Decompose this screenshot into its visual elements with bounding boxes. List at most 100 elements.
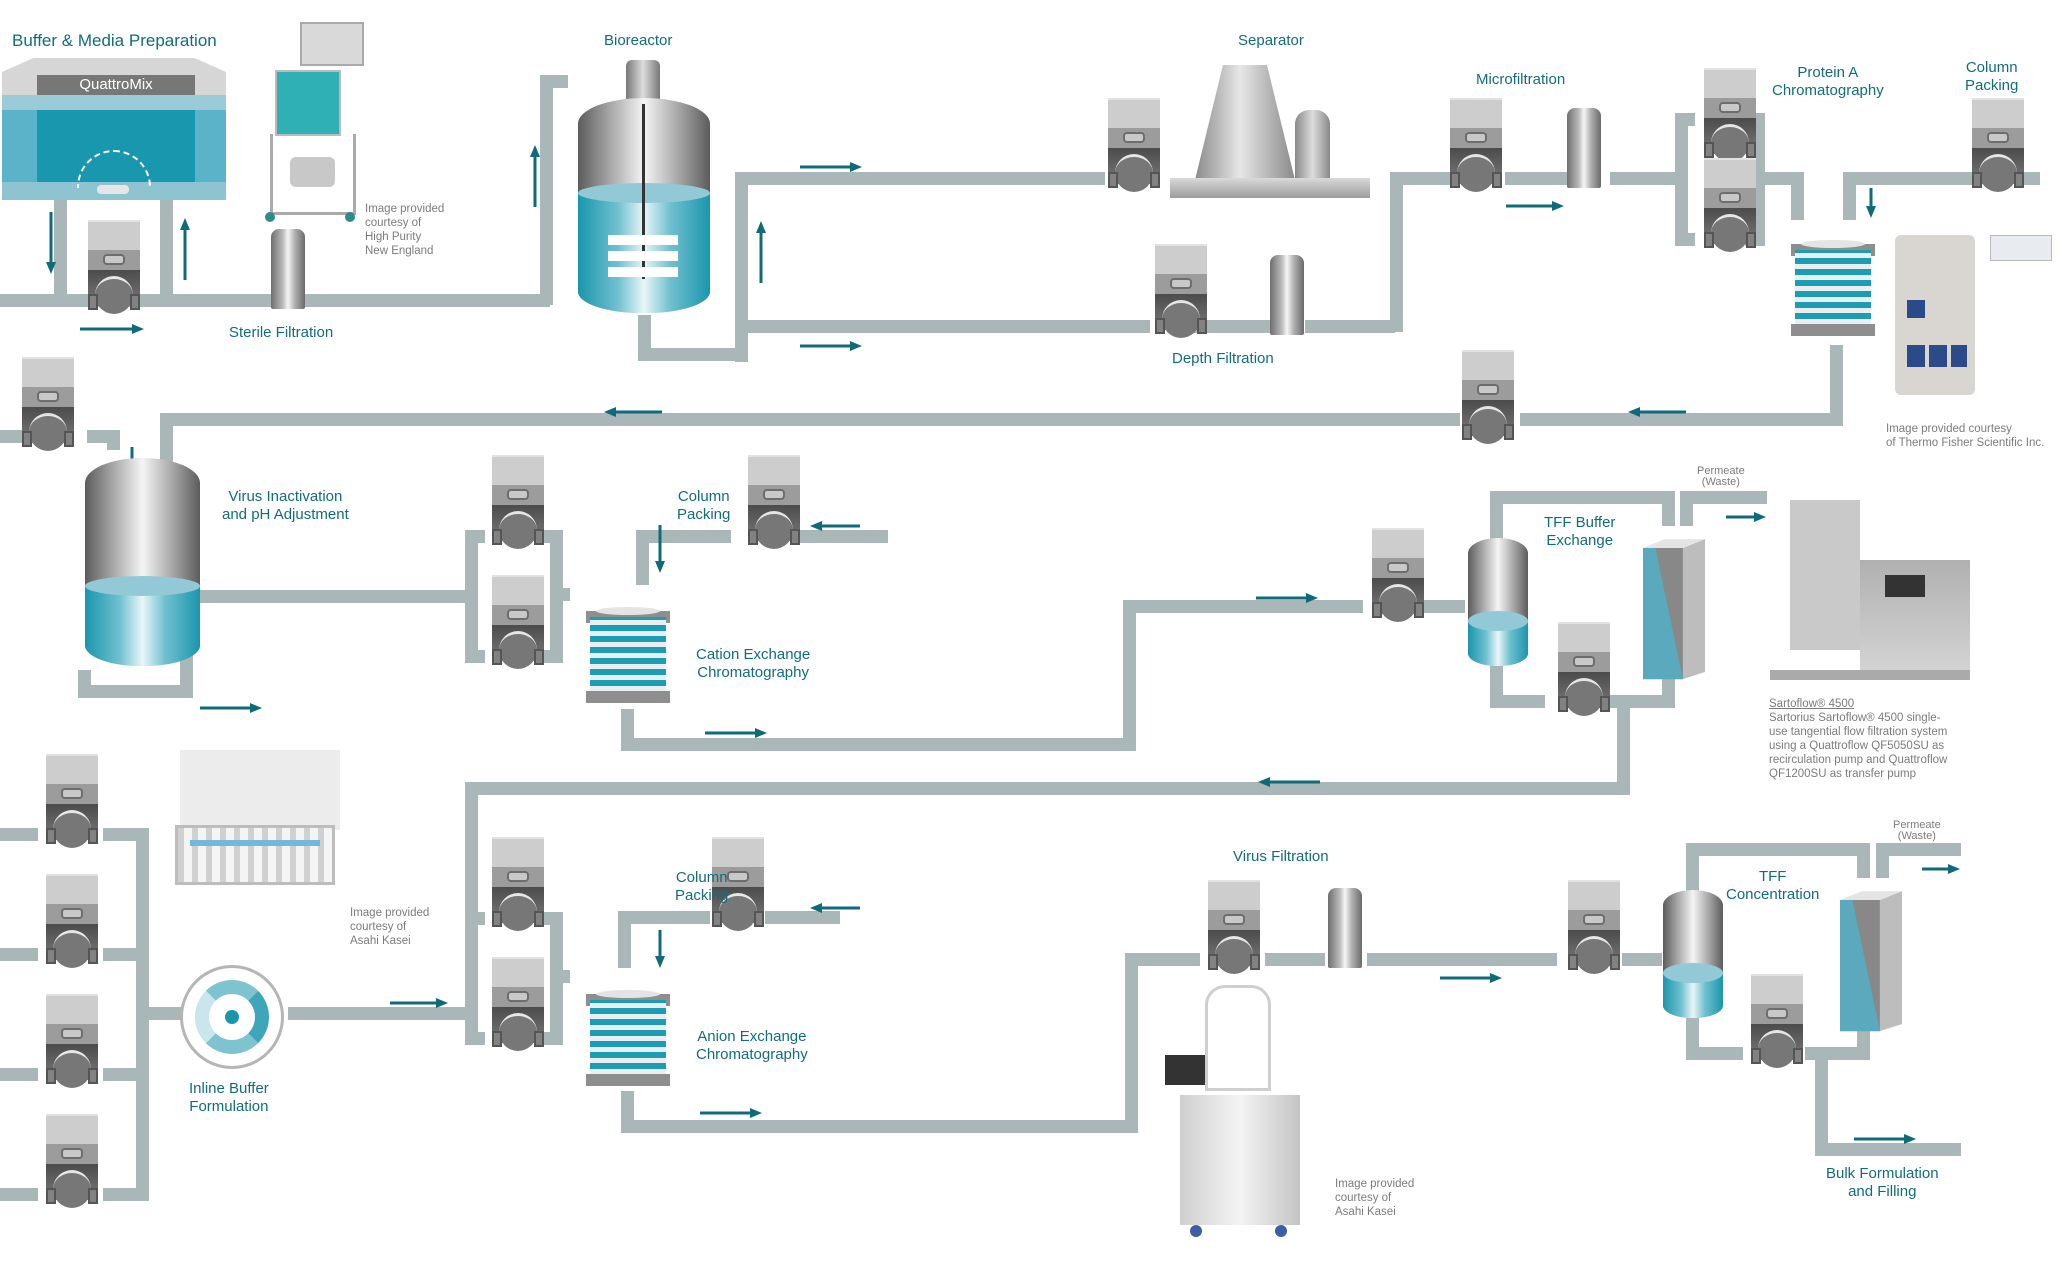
virus-inactivation-tank (85, 458, 200, 666)
pipe (1662, 491, 1675, 526)
quattroflow-pump-icon (712, 837, 764, 931)
pipe (735, 172, 748, 362)
flow-arrow-left-icon (810, 521, 860, 531)
pipe (1390, 172, 1450, 185)
flow-arrow-right-icon (1726, 512, 1766, 522)
tff-cassette-icon (1643, 539, 1705, 680)
pipe (1490, 695, 1545, 708)
pipe (78, 685, 188, 698)
note-asahi-courtesy-1: Image provided courtesy of Asahi Kasei (350, 907, 430, 947)
quattroflow-pump-icon (1372, 528, 1424, 622)
label-bioreactor: Bioreactor (604, 32, 673, 49)
flow-arrow-right-icon (700, 1108, 762, 1118)
pipe (1843, 172, 1973, 185)
note-asahi-courtesy-2: Image provided courtesy of Asahi Kasei (1335, 1178, 1415, 1218)
pipe (0, 828, 38, 841)
pipe (465, 530, 485, 543)
microfiltration-filter-icon (1567, 108, 1601, 188)
inline-buffer-mixer-icon (180, 965, 284, 1069)
flow-arrow-left-icon (1628, 407, 1686, 417)
pipe (636, 530, 731, 543)
quattroflow-pump-icon (1558, 622, 1610, 716)
flow-arrow-right-icon (1922, 864, 1960, 874)
pipe (1123, 600, 1363, 613)
pipe (0, 948, 38, 961)
pipe (638, 348, 748, 361)
pipe (735, 172, 1105, 185)
pipe (765, 911, 840, 924)
flow-arrow-right-icon (80, 324, 144, 334)
quattromix-label: QuattroMix (37, 75, 195, 95)
pipe (1830, 345, 1843, 425)
label-tff-concentration: TFF Concentration (1726, 868, 1820, 903)
label-sterile-filtration: Sterile Filtration (229, 324, 334, 341)
label-separator: Separator (1238, 32, 1304, 49)
anion-exchange-column-icon (586, 990, 670, 1086)
pipe (465, 1032, 485, 1045)
label-protein-a-chromatography: Protein A Chromatography (1772, 64, 1884, 99)
flow-arrow-right-icon (1854, 1134, 1916, 1144)
label-tff-buffer-exchange: TFF Buffer Exchange (1544, 514, 1616, 549)
quattroflow-pump-icon (1751, 974, 1803, 1068)
flow-arrow-down-icon (655, 930, 665, 968)
quattroflow-pump-icon (1462, 350, 1514, 444)
flow-arrow-right-icon (200, 703, 262, 713)
label-microfiltration: Microfiltration (1476, 71, 1566, 88)
pipe (1520, 413, 1843, 426)
flow-arrow-right-icon (800, 162, 862, 172)
pipe (1675, 233, 1695, 246)
pipe (1123, 600, 1136, 751)
pipe (465, 650, 485, 663)
quattroflow-pump-icon (1704, 158, 1756, 252)
sartoflow-link[interactable]: Sartoflow® 4500 (1769, 698, 1855, 710)
label-column-packing-1: Column Packing (1965, 59, 2019, 94)
flow-arrow-right-icon (800, 341, 862, 351)
label-buffer-media-preparation: Buffer & Media Preparation (12, 31, 217, 50)
label-bulk-formulation-filling: Bulk Formulation and Filling (1826, 1165, 1939, 1200)
pipe (1791, 172, 1804, 220)
quattromix-tank: QuattroMix (2, 58, 226, 200)
pipe (1265, 953, 1325, 966)
label-inline-buffer-formulation: Inline Buffer Formulation (189, 1080, 269, 1115)
label-column-packing-2: Column Packing (677, 488, 731, 523)
pipe (1815, 1060, 1828, 1155)
pipe (107, 430, 120, 450)
pipe (1617, 695, 1630, 795)
pipe (1367, 953, 1557, 966)
impeller-icon (97, 185, 129, 194)
pipe (550, 970, 570, 983)
tff-cassette-icon (1840, 891, 1902, 1032)
pipe (465, 912, 485, 925)
pipe (550, 588, 570, 601)
pipe (1662, 678, 1675, 708)
sterile-filter-icon (271, 229, 305, 309)
pipe (1675, 113, 1688, 246)
thermo-system-photo (1895, 205, 2055, 405)
flow-arrow-left-icon (810, 903, 860, 913)
pipe (160, 200, 173, 300)
pipe (2020, 172, 2040, 185)
quattroflow-pump-icon (46, 754, 98, 848)
pipe (618, 911, 710, 924)
note-sartoflow-description: Sartorius Sartoflow® 4500 single- use ta… (1769, 712, 1948, 780)
cation-exchange-column-icon (586, 607, 670, 703)
pipe (54, 200, 67, 300)
label-anion-exchange: Anion Exchange Chromatography (696, 1028, 808, 1063)
pipe (1490, 491, 1675, 504)
quattroflow-pump-icon (46, 874, 98, 968)
pipe (1686, 843, 1870, 856)
quattroflow-pump-icon (748, 455, 800, 549)
pipe (540, 75, 568, 88)
flow-arrow-up-icon (530, 145, 540, 207)
pipe (636, 530, 649, 585)
flow-arrow-right-icon (1506, 201, 1564, 211)
flow-arrow-up-icon (180, 218, 190, 280)
virus-filter-icon (1328, 888, 1362, 968)
pipe (1675, 113, 1695, 126)
quattroflow-pump-icon (1450, 98, 1502, 192)
pipe (1815, 1143, 1961, 1156)
flow-arrow-right-icon (1440, 973, 1502, 983)
pipe (465, 530, 478, 662)
asahi-buffer-system-photo (175, 750, 340, 900)
label-virus-filtration: Virus Filtration (1233, 848, 1329, 865)
